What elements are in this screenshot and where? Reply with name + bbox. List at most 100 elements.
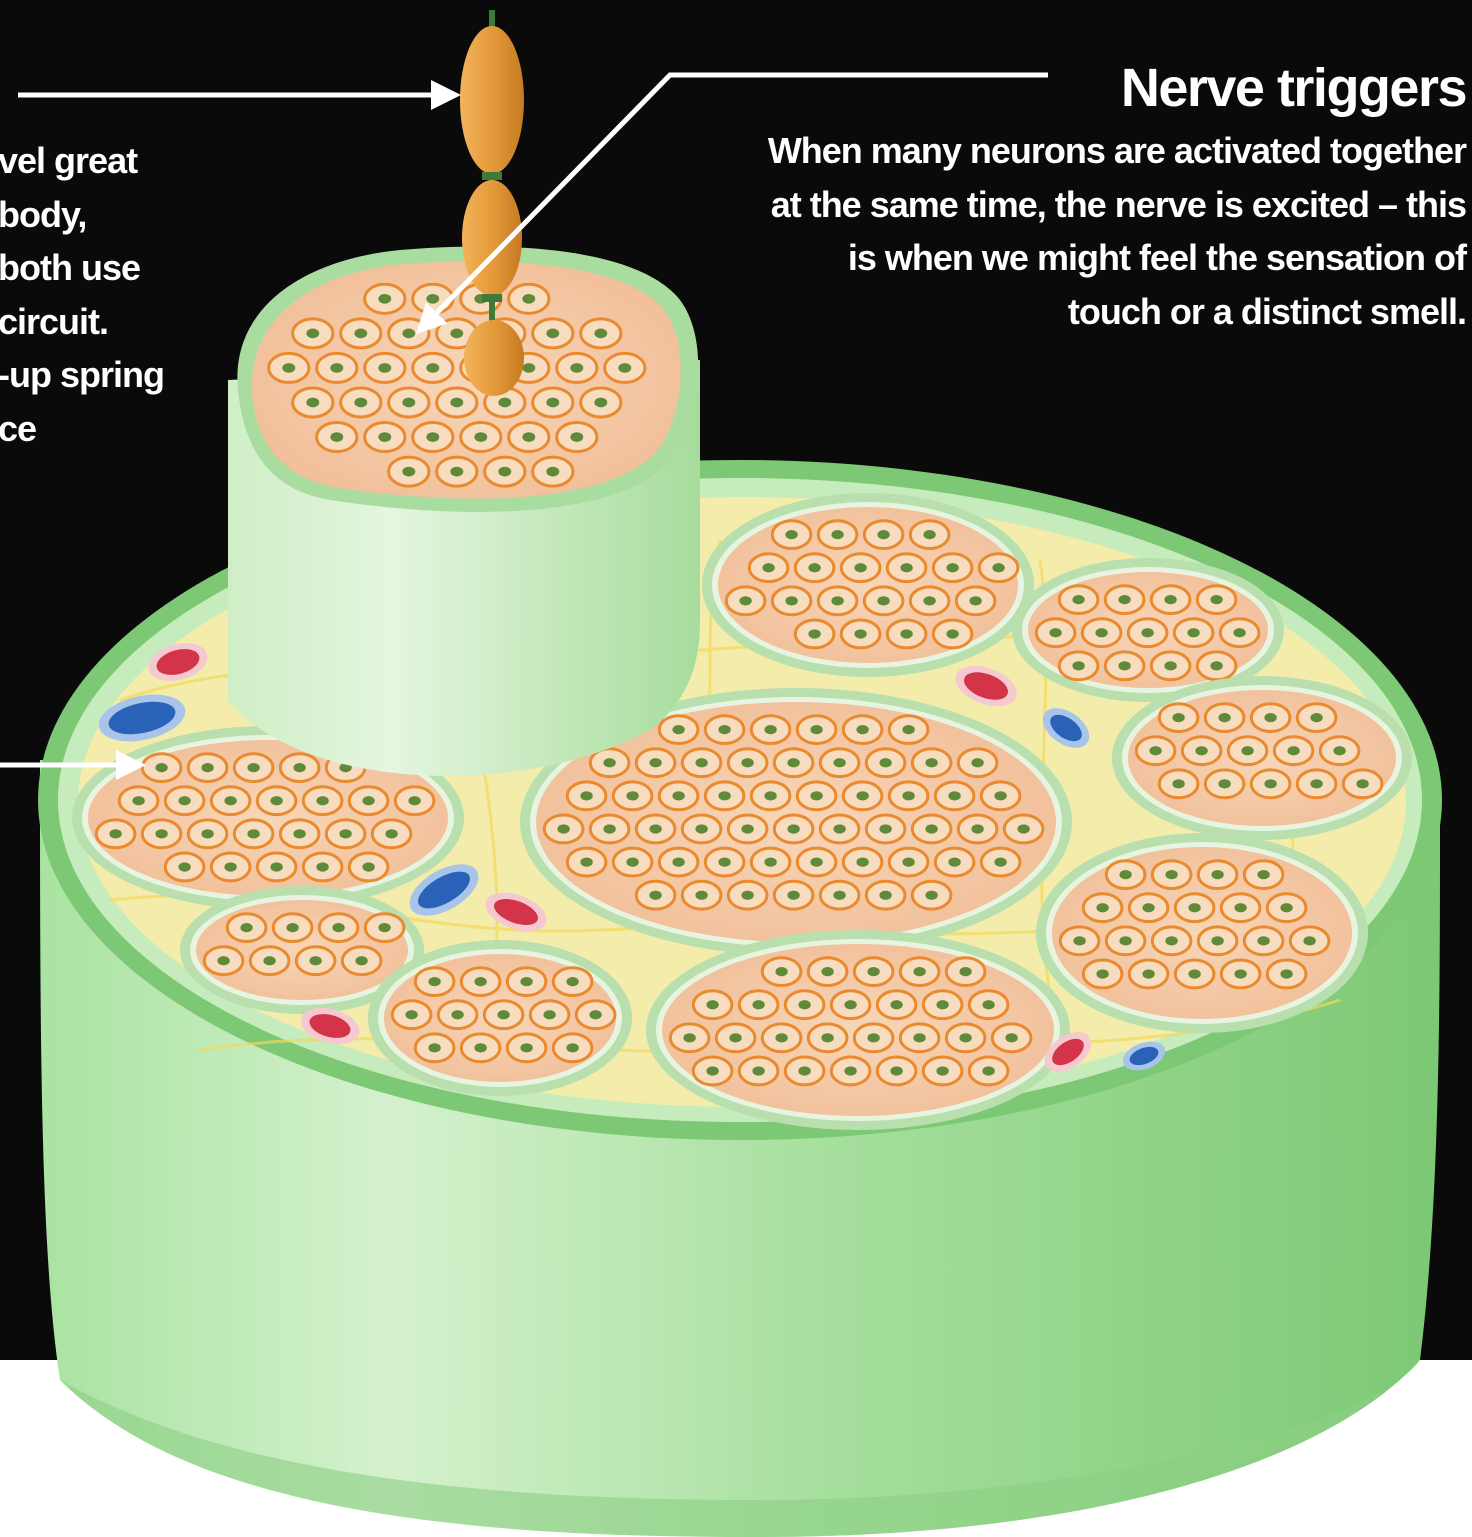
axon [854,1024,893,1052]
axon [188,754,227,782]
axon [956,587,995,615]
axon [317,423,357,452]
axon [413,423,453,452]
axon [461,1034,500,1062]
axon [507,968,546,996]
cropped-line: ce [0,402,164,456]
axon [317,353,357,382]
axon [1221,960,1260,988]
axon [958,749,997,777]
axon [1251,704,1290,732]
axon [933,554,972,582]
axon [530,1001,569,1029]
axon [234,754,273,782]
axon [969,1057,1008,1085]
axon [808,1024,847,1052]
axon [1105,586,1144,614]
fascicle [702,493,1034,677]
axon [142,754,181,782]
axon [877,1057,916,1085]
axon [1159,704,1198,732]
axon [728,881,767,909]
axon [636,815,675,843]
axon [365,423,405,452]
axon [1267,960,1306,988]
axon [1059,652,1098,680]
axon [211,787,250,815]
axon [818,587,857,615]
axon [682,881,721,909]
axon [1267,894,1306,922]
axon [751,716,790,744]
axon [864,587,903,615]
axon [1198,861,1237,889]
axon [910,587,949,615]
axon [728,815,767,843]
axon [910,521,949,549]
axon [979,554,1018,582]
axon [1004,815,1043,843]
axon [165,853,204,881]
axon [900,1024,939,1052]
axon [293,319,333,348]
axon [887,620,926,648]
axon [544,815,583,843]
axon [1244,861,1283,889]
axon [413,284,453,313]
callout-heading: Nerve triggers [1121,56,1466,120]
axon [280,754,319,782]
axon [326,820,365,848]
axon [1221,894,1260,922]
axon [820,881,859,909]
axon [751,848,790,876]
axon [1297,704,1336,732]
axon [981,848,1020,876]
axon [461,423,501,452]
axon [437,457,477,486]
axon [507,1034,546,1062]
callout-description: When many neurons are activated together… [768,124,1466,338]
axon [1129,960,1168,988]
axon [1128,619,1167,647]
axon [935,848,974,876]
axon [636,881,675,909]
callout-line: at the same time, the nerve is excited –… [768,178,1466,232]
axon [774,881,813,909]
axon [693,991,732,1019]
axon [204,947,243,975]
axon [365,284,405,313]
axon [1152,861,1191,889]
axon [590,749,629,777]
axon [567,782,606,810]
axon [342,947,381,975]
axon [659,782,698,810]
cropped-line: body, [0,188,164,242]
axon [1244,927,1283,955]
axon [866,881,905,909]
axon [772,587,811,615]
axon [1083,894,1122,922]
axon [739,1057,778,1085]
axon [395,787,434,815]
axon [797,782,836,810]
axon [1174,619,1213,647]
axon [705,782,744,810]
axon [461,968,500,996]
axon [969,991,1008,1019]
axon [831,991,870,1019]
axon [581,388,621,417]
axon [992,1024,1031,1052]
axon [841,620,880,648]
fascicle [368,940,632,1096]
axon [659,716,698,744]
axon [808,958,847,986]
axon [613,782,652,810]
axon [269,353,309,382]
axon [1182,737,1221,765]
axon [415,968,454,996]
cropped-line: vel great [0,134,164,188]
axon [889,716,928,744]
axon [303,853,342,881]
axon [389,457,429,486]
axon [303,787,342,815]
